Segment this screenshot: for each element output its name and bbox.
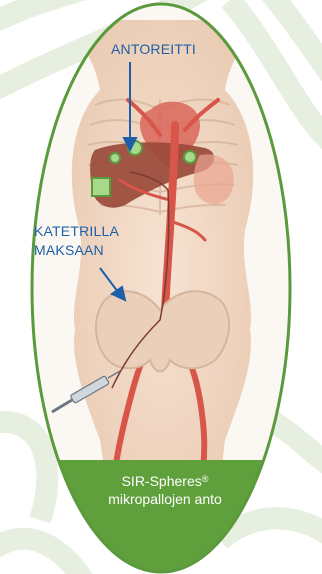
caption-line2: mikropallojen anto: [90, 490, 240, 508]
caption-line1: SIR-Spheres®: [90, 472, 240, 490]
label-catheter-line1: KATETRILLA: [34, 222, 119, 240]
label-antoreitti: ANTOREITTI: [111, 40, 196, 58]
label-catheter-line2: MAKSAAN: [34, 241, 104, 259]
tumor-4: [92, 178, 110, 196]
caption: SIR-Spheres® mikropallojen anto: [90, 472, 240, 508]
tumor-3: [184, 151, 196, 163]
registered-mark: ®: [202, 474, 209, 484]
tumor-2: [110, 153, 120, 163]
caption-product: SIR-Spheres: [122, 473, 202, 489]
